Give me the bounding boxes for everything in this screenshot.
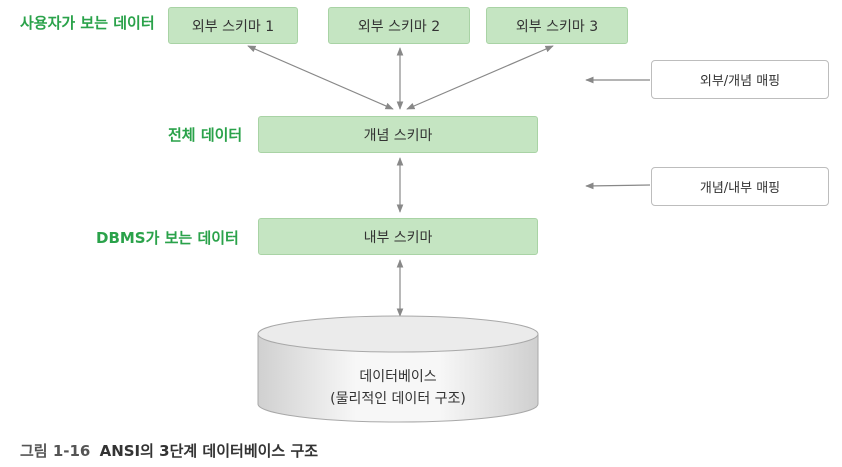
arrow-ext3-conceptual xyxy=(406,45,554,110)
figure-caption: 그림 1-16 ANSI의 3단계 데이터베이스 구조 xyxy=(20,440,318,461)
figure-title: ANSI의 3단계 데이터베이스 구조 xyxy=(99,442,319,460)
label-dbms-view: DBMS가 보는 데이터 xyxy=(96,229,239,247)
external-schema-2: 외부 스키마 2 xyxy=(328,7,470,44)
mapping-conceptual-internal: 개념/내부 매핑 xyxy=(651,167,829,206)
database-title: 데이터베이스 xyxy=(359,369,437,385)
mapping-external-conceptual: 외부/개념 매핑 xyxy=(651,60,829,99)
external-schema-1: 외부 스키마 1 xyxy=(168,7,298,44)
external-schema-3: 외부 스키마 3 xyxy=(486,7,628,44)
internal-schema: 내부 스키마 xyxy=(258,218,538,255)
arrow-ext1-conceptual xyxy=(247,45,394,110)
label-total-data: 전체 데이터 xyxy=(168,126,243,144)
arrow-mapping-conc-int xyxy=(585,182,651,190)
figure-number: 그림 1-16 xyxy=(20,442,91,460)
database-cylinder xyxy=(257,315,539,423)
conceptual-schema: 개념 스키마 xyxy=(258,116,538,153)
label-user-view: 사용자가 보는 데이터 xyxy=(20,14,155,32)
database-subtitle: (물리적인 데이터 구조) xyxy=(330,391,466,407)
